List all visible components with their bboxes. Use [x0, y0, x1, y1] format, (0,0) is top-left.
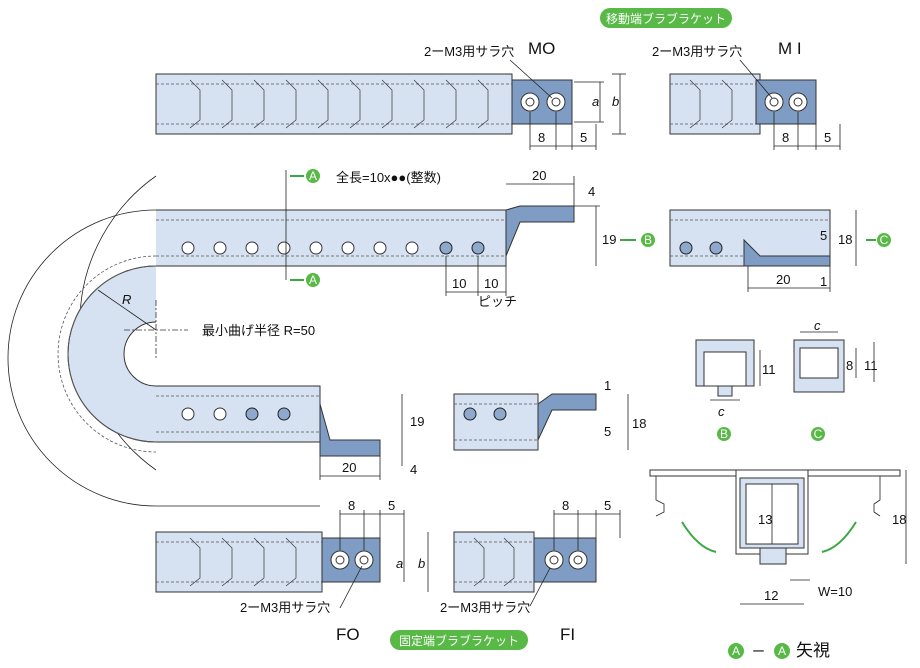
mo-label: MO: [528, 39, 555, 58]
svg-text:移動端ブラブラケット: 移動端ブラブラケット: [606, 11, 726, 26]
svg-text:A: A: [309, 273, 317, 287]
svg-text:10: 10: [452, 276, 466, 291]
svg-text:c: c: [814, 318, 821, 333]
svg-text:5: 5: [388, 498, 395, 513]
svg-text:20: 20: [776, 272, 790, 287]
fo-hole-label: 2ーM3用サラ穴: [240, 600, 330, 615]
section-b: c 11 B: [695, 339, 776, 441]
svg-text:B: B: [644, 233, 652, 247]
svg-text:5: 5: [604, 498, 611, 513]
svg-text:A: A: [309, 169, 317, 183]
total-length-label: 全長=10x●●(整数): [336, 170, 441, 185]
svg-text:11: 11: [762, 362, 776, 377]
svg-text:10: 10: [484, 276, 498, 291]
svg-text:5: 5: [820, 228, 827, 243]
svg-text:18: 18: [892, 512, 906, 527]
svg-text:18: 18: [632, 416, 646, 431]
svg-text:ー: ー: [752, 644, 765, 659]
svg-text:a: a: [592, 94, 599, 109]
min-radius-label: 最小曲げ半径 R=50: [202, 323, 315, 338]
fixed-bracket-tag: 固定端ブラブラケット: [390, 630, 528, 650]
svg-text:C: C: [814, 427, 823, 441]
svg-text:A: A: [778, 644, 786, 658]
svg-text:8: 8: [538, 130, 545, 145]
svg-text:20: 20: [532, 168, 546, 183]
svg-text:11: 11: [864, 358, 878, 373]
svg-text:5: 5: [580, 130, 587, 145]
svg-text:b: b: [612, 94, 619, 109]
svg-text:12: 12: [764, 588, 778, 603]
bent-chain: A A 全長=10x●●(整数) 20 4 19 B 10 10 ピッチ R 最…: [7, 168, 655, 507]
side-view-lower: 1 5 18: [453, 378, 646, 451]
svg-text:R: R: [122, 292, 131, 307]
svg-text:19: 19: [410, 414, 424, 429]
mi-label: M I: [778, 39, 802, 58]
svg-text:20: 20: [342, 460, 356, 475]
svg-text:8: 8: [782, 130, 789, 145]
svg-text:b: b: [418, 556, 425, 571]
svg-text:C: C: [880, 233, 889, 247]
moving-bracket-tag: 移動端ブラブラケット: [600, 8, 732, 28]
fo-view: 8 5 a b 2ーM3用サラ穴 FO: [155, 498, 429, 644]
fi-view: 8 5 2ーM3用サラ穴 FI: [440, 498, 621, 644]
side-view-c: 20 18 5 1 C: [669, 209, 891, 292]
svg-text:c: c: [718, 404, 725, 419]
mi-hole-label: 2ーM3用サラ穴: [652, 44, 742, 59]
svg-text:18: 18: [838, 232, 852, 247]
svg-text:W=10: W=10: [818, 584, 852, 599]
fo-label: FO: [336, 625, 360, 644]
svg-text:5: 5: [824, 130, 831, 145]
svg-text:ピッチ: ピッチ: [478, 294, 517, 309]
view-label: 矢視: [796, 641, 830, 660]
section-a-a: 13 18 12 W=10 A ー A 矢視: [649, 469, 906, 660]
svg-text:8: 8: [846, 358, 853, 373]
svg-text:8: 8: [562, 498, 569, 513]
svg-text:4: 4: [410, 462, 417, 477]
svg-text:4: 4: [588, 184, 595, 199]
svg-text:a: a: [396, 556, 403, 571]
mo-view: MO 2ーM3用サラ穴 8 5 a b: [155, 39, 626, 150]
svg-text:8: 8: [348, 498, 355, 513]
svg-text:1: 1: [820, 274, 827, 289]
svg-text:1: 1: [604, 378, 611, 393]
svg-text:A: A: [732, 644, 740, 658]
fi-label: FI: [560, 625, 575, 644]
svg-text:固定端ブラブラケット: 固定端ブラブラケット: [399, 633, 519, 648]
svg-text:5: 5: [604, 424, 611, 439]
svg-text:B: B: [720, 427, 728, 441]
section-c: c 8 11 C: [793, 318, 878, 441]
svg-text:13: 13: [758, 512, 772, 527]
mo-hole-label: 2ーM3用サラ穴: [424, 44, 514, 59]
svg-text:19: 19: [602, 232, 616, 247]
mi-view: M I 2ーM3用サラ穴 8 5: [652, 39, 841, 150]
fi-hole-label: 2ーM3用サラ穴: [440, 600, 530, 615]
